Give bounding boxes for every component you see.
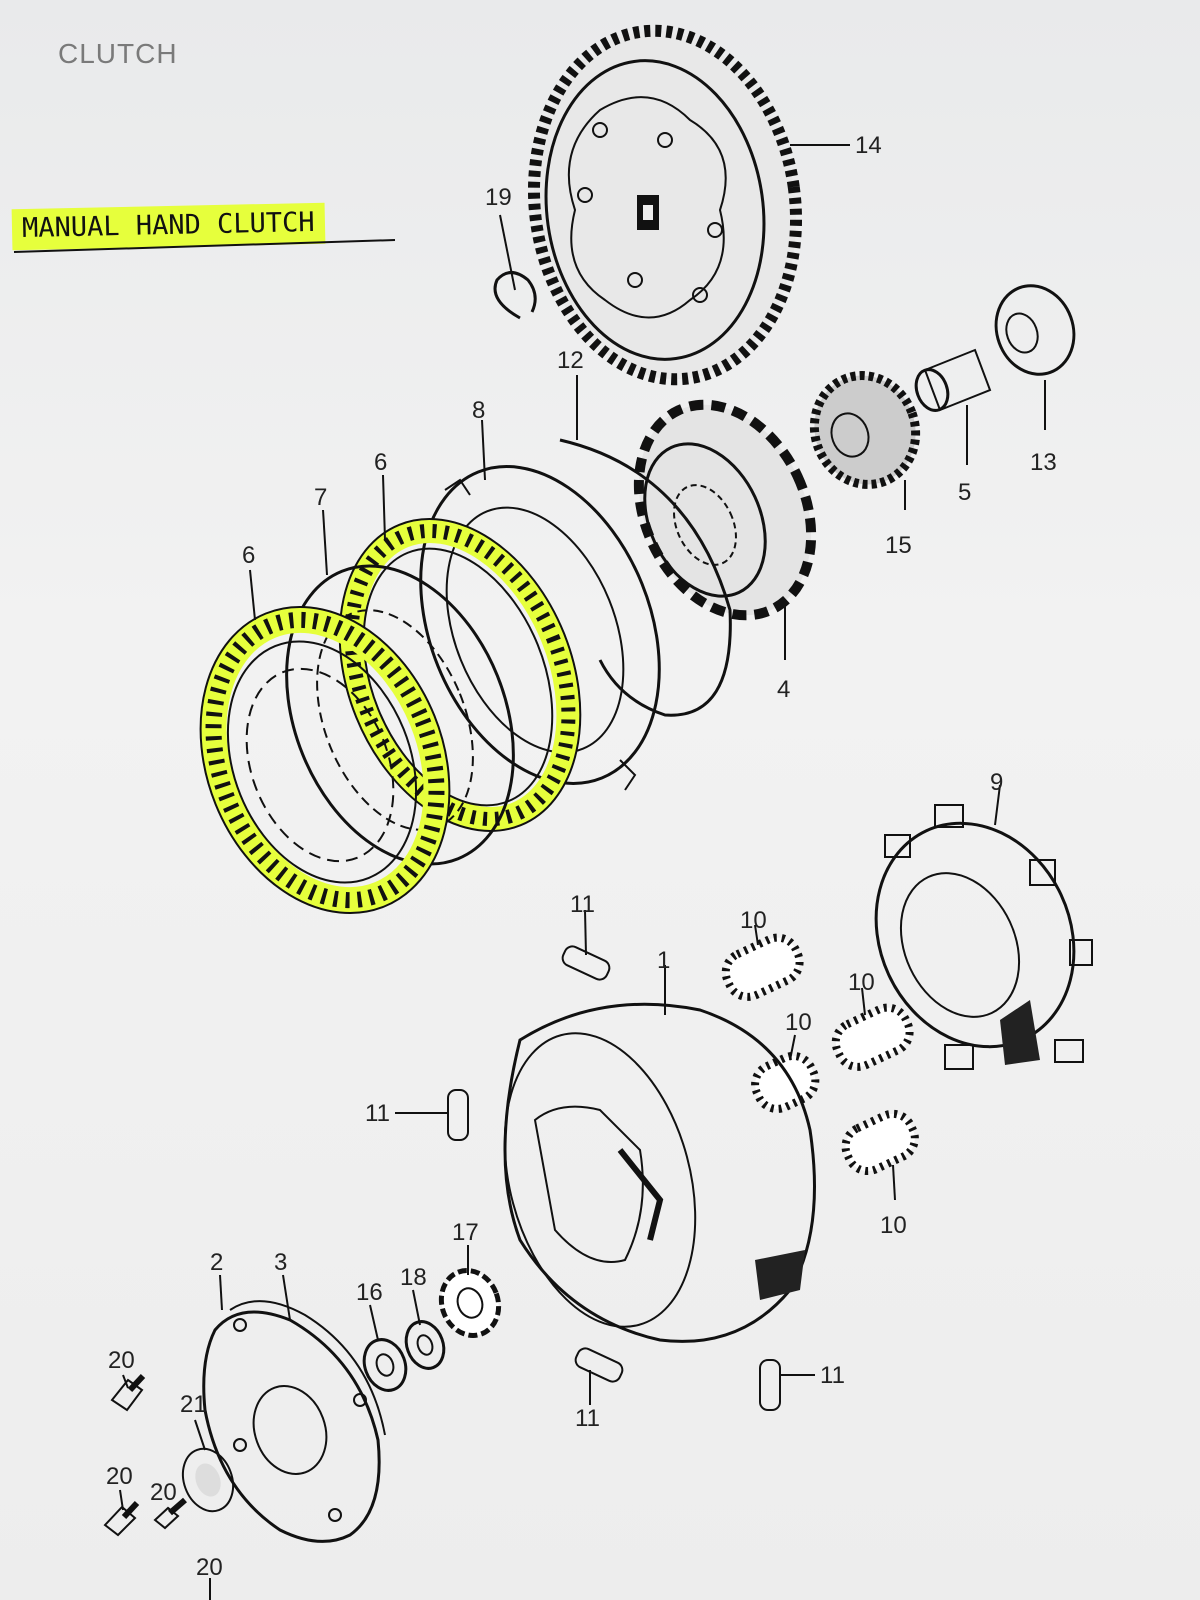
callout-10-d: 10 [880, 1212, 907, 1239]
callout-20-a: 20 [108, 1347, 135, 1374]
callout-5: 5 [958, 479, 971, 506]
callout-20-d: 20 [196, 1554, 223, 1581]
part-11-pin-a [561, 945, 611, 981]
leader-lines [119, 144, 1046, 1600]
note-underline [13, 239, 396, 253]
part-8-clutch-plate [419, 465, 661, 791]
part-17-lock-washer [438, 1268, 502, 1338]
part-10-clutch-spring-b [831, 1003, 914, 1071]
part-11-pin-d [759, 1359, 781, 1411]
callout-10-b: 10 [848, 969, 875, 996]
part-10-clutch-spring-d [841, 1109, 919, 1176]
callout-9: 9 [990, 769, 1003, 796]
callout-8: 8 [472, 397, 485, 424]
callout-15: 15 [885, 532, 912, 559]
callout-16: 16 [356, 1279, 383, 1306]
part-20-screw-c [153, 1497, 187, 1530]
callout-21: 21 [180, 1391, 207, 1418]
part-10-clutch-spring-a [721, 933, 804, 1001]
callout-1: 1 [657, 947, 670, 974]
part-2-clutch-cover [202, 1310, 381, 1543]
callout-4: 4 [777, 676, 790, 703]
part-3-gasket [229, 1300, 386, 1436]
callout-17: 17 [452, 1219, 479, 1246]
part-19-circlip [493, 271, 537, 320]
part-13-collar [994, 284, 1076, 376]
callout-14: 14 [855, 132, 882, 159]
part-10-clutch-spring-c [751, 1051, 820, 1113]
callout-6-front: 6 [242, 542, 255, 569]
callout-20-c: 20 [150, 1479, 177, 1506]
part-11-pin-c [574, 1347, 624, 1383]
callout-6-rear: 6 [374, 449, 387, 476]
callout-19: 19 [485, 184, 512, 211]
callout-3: 3 [274, 1249, 287, 1276]
callout-18: 18 [400, 1264, 427, 1291]
callout-7: 7 [314, 484, 327, 511]
part-14-primary-driven-gear [527, 24, 803, 386]
callout-11-left: 11 [365, 1100, 390, 1127]
callout-10-c: 10 [785, 1009, 812, 1036]
part-20-screw-b [103, 1500, 140, 1537]
callout-10-a: 10 [740, 907, 767, 934]
part-21-bearing [181, 1447, 235, 1513]
callout-12: 12 [557, 347, 584, 374]
callout-2: 2 [210, 1249, 223, 1276]
callout-11-bottom: 11 [575, 1405, 600, 1432]
part-4-clutch-center [633, 399, 817, 621]
callout-20-b: 20 [106, 1463, 133, 1490]
part-18-washer [404, 1320, 446, 1370]
part-1-clutch-outer [503, 1002, 816, 1343]
part-20-screw-a [110, 1373, 146, 1412]
callout-13: 13 [1030, 449, 1057, 476]
callout-11-right: 11 [820, 1362, 845, 1389]
part-6-friction-disc-front [199, 605, 451, 915]
part-16-nut [362, 1338, 408, 1392]
part-12-snap-ring [559, 438, 732, 717]
callout-11-top: 11 [570, 891, 595, 918]
part-9-pressure-plate [874, 804, 1093, 1070]
page-title: CLUTCH [58, 38, 178, 69]
part-15-primary-drive-gear [809, 371, 921, 489]
part-5-needle-bearing [914, 348, 992, 412]
part-11-pin-b [447, 1089, 469, 1141]
